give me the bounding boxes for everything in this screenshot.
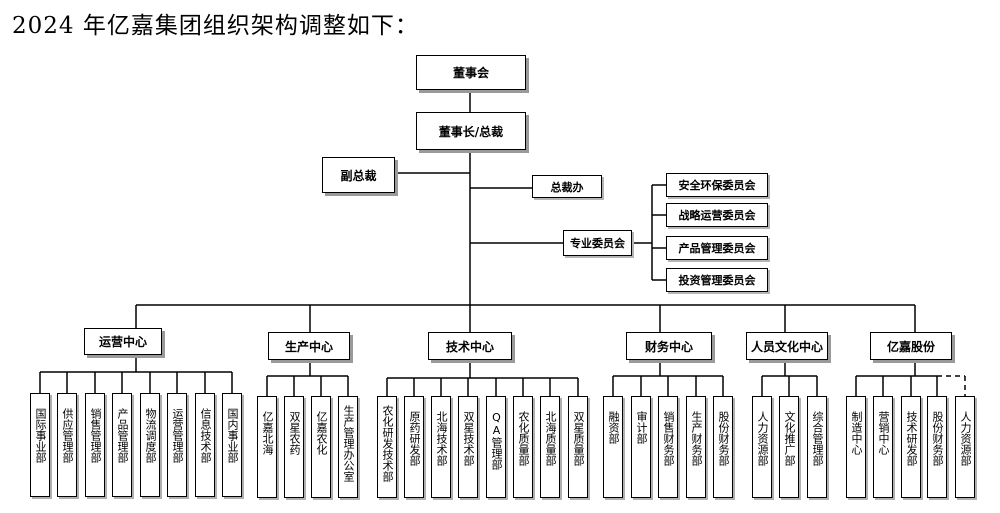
- center-box-production: 生产中心: [268, 332, 350, 360]
- unit-box: 人力资源部: [752, 396, 772, 498]
- center-box-shares: 亿嘉股份: [870, 332, 952, 360]
- committee-item: 产品管理委员会: [666, 236, 768, 260]
- unit-box: 产品管理部: [112, 393, 132, 497]
- committee-item: 安全环保委员会: [666, 173, 768, 197]
- unit-box: 审计部: [631, 396, 651, 498]
- center-box-operations: 运营中心: [84, 328, 162, 355]
- unit-box: 制造中心: [846, 396, 866, 498]
- unit-box: 技术研发部: [901, 396, 921, 498]
- chairman-box: 董事长/总裁: [416, 112, 526, 150]
- unit-box: 运营管理部: [167, 393, 187, 497]
- unit-box: 国际事业部: [30, 393, 50, 497]
- unit-box: 生产财务部: [686, 396, 706, 498]
- unit-box: 亿嘉北海: [257, 396, 277, 498]
- unit-box: 农化质量部: [513, 396, 533, 498]
- unit-box: 营销中心: [873, 396, 893, 498]
- unit-box: 股份财务部: [713, 396, 733, 498]
- unit-box: 原药研发部: [404, 396, 424, 498]
- committee-box: 专业委员会: [563, 230, 632, 256]
- unit-box: 文化推广部: [779, 396, 799, 498]
- unit-box: 融资部: [603, 396, 623, 498]
- unit-box: 国内事业部: [222, 393, 242, 497]
- committee-item: 投资管理委员会: [666, 268, 768, 292]
- vp-box: 副总裁: [322, 157, 395, 193]
- center-box-finance: 财务中心: [626, 332, 712, 360]
- center-box-technology: 技术中心: [428, 332, 512, 360]
- unit-box: 人力资源部: [955, 396, 975, 498]
- board-box: 董事会: [416, 55, 526, 90]
- unit-box: 双星技术部: [458, 396, 478, 498]
- unit-box: 销售管理部: [85, 393, 105, 497]
- unit-box: 销售财务部: [658, 396, 678, 498]
- unit-box: QA管理部: [486, 396, 506, 498]
- committee-item: 战略运营委员会: [666, 203, 768, 227]
- unit-box: 股份财务部: [927, 396, 947, 498]
- unit-box: 双星农药: [284, 396, 304, 498]
- center-box-culture: 人员文化中心: [746, 332, 828, 360]
- unit-box: 物流调度部: [140, 393, 160, 497]
- unit-box: 生产管理办公室: [338, 396, 358, 498]
- unit-box: 亿嘉农化: [311, 396, 331, 498]
- unit-box: 供应管理部: [57, 393, 77, 497]
- unit-box: 综合管理部: [807, 396, 827, 498]
- unit-box: 北海技术部: [431, 396, 451, 498]
- unit-box: 信息技术部: [195, 393, 215, 497]
- page-title: 2024 年亿嘉集团组织架构调整如下：: [12, 13, 419, 39]
- unit-box: 双星质量部: [568, 396, 588, 498]
- unit-box: 北海质量部: [540, 396, 560, 498]
- president-office-box: 总裁办: [532, 175, 602, 198]
- unit-box: 农化研发技术部: [377, 396, 397, 498]
